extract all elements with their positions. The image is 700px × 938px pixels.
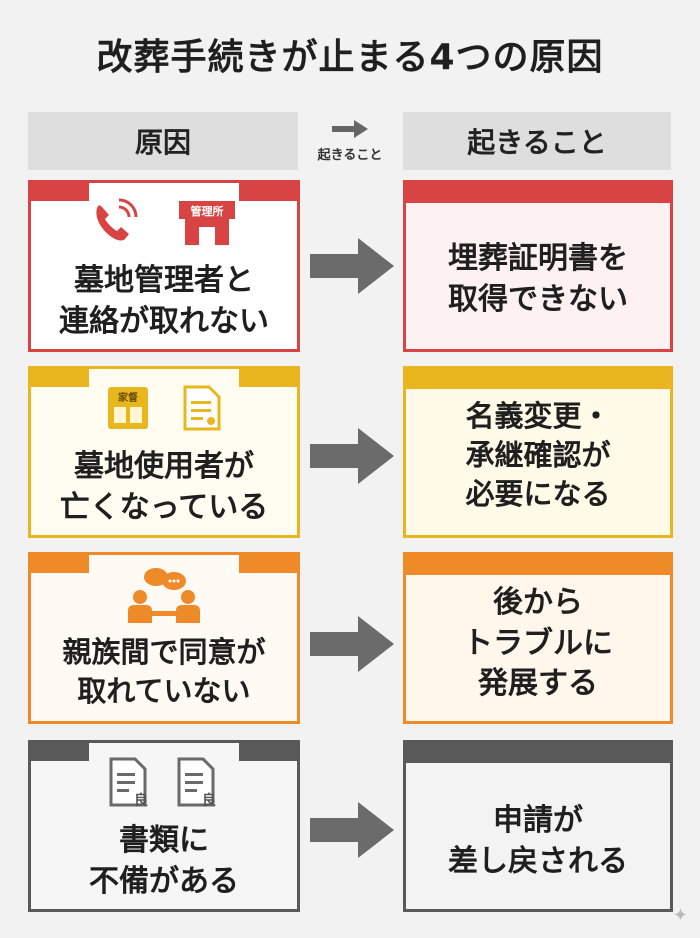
header-effect: 起きること <box>403 112 671 170</box>
cause-card-4: 良 良 書類に 不備がある <box>28 740 300 912</box>
cause-text-line: 墓地管理者と <box>74 263 254 298</box>
arrow-icon <box>310 616 394 672</box>
cause-card-1: 管理所 墓地管理者と 連絡が取れない <box>28 180 300 352</box>
icon-label: 管理所 <box>191 204 224 218</box>
icon-label: 良 <box>134 792 148 809</box>
header-cause: 原因 <box>28 112 298 170</box>
document-icon: 良 <box>109 757 148 809</box>
management-office-icon: 管理所 <box>179 201 235 245</box>
effect-card-1: 埋葬証明書を 取得できない <box>403 180 673 352</box>
header-middle: 起きること <box>300 118 400 163</box>
arrow-icon <box>310 428 394 484</box>
arrow-icon <box>310 802 394 858</box>
icon-label: 家督 <box>118 391 138 404</box>
cause-text-line: 書類に <box>119 823 209 858</box>
arrow-icon <box>310 238 394 294</box>
cause-card-2: 家督 墓地使用者が 亡くなっている <box>28 366 300 538</box>
cause-text-line: 取れていない <box>77 674 251 709</box>
cause-text-line: 墓地使用者が <box>74 449 254 484</box>
book-icon: 家督 <box>108 387 148 429</box>
effect-text-line: トラブルに <box>463 625 613 661</box>
effect-text-line: 申請が <box>493 803 583 838</box>
header-middle-label: 起きること <box>317 148 383 163</box>
effect-text-line: 後から <box>493 585 583 620</box>
effect-card-3: 後から トラブルに 発展する <box>403 552 673 724</box>
cause-text-line: 連絡が取れない <box>59 303 269 339</box>
cause-text-line: 不備がある <box>89 863 239 899</box>
people-talking-icon <box>128 568 200 623</box>
phone-icon <box>96 198 138 241</box>
document-icon: 良 <box>177 757 216 809</box>
effect-text-line: 差し戻される <box>448 843 628 879</box>
icon-label: 良 <box>202 792 216 809</box>
page-title: 改葬手続きが止まる4つの原因 <box>96 37 604 78</box>
cause-text-line: 親族間で同意が <box>62 635 266 669</box>
cause-text-line: 亡くなっている <box>59 489 269 525</box>
effect-text-line: 埋葬証明書を <box>448 241 628 276</box>
effect-text-line: 発展する <box>478 666 598 701</box>
effect-text-line: 名義変更・ <box>465 399 611 433</box>
effect-text-line: 取得できない <box>448 281 628 317</box>
sparkle-icon: ✦ <box>672 905 688 926</box>
document-icon <box>183 385 221 431</box>
small-arrow-icon <box>332 120 368 138</box>
cause-card-3: 親族間で同意が 取れていない <box>28 552 300 724</box>
effect-card-2: 名義変更・ 承継確認が 必要になる <box>403 366 673 538</box>
effect-card-4: 申請が 差し戻される <box>403 740 673 912</box>
effect-text-line: 承継確認が <box>465 438 611 473</box>
effect-text-line: 必要になる <box>465 477 611 512</box>
